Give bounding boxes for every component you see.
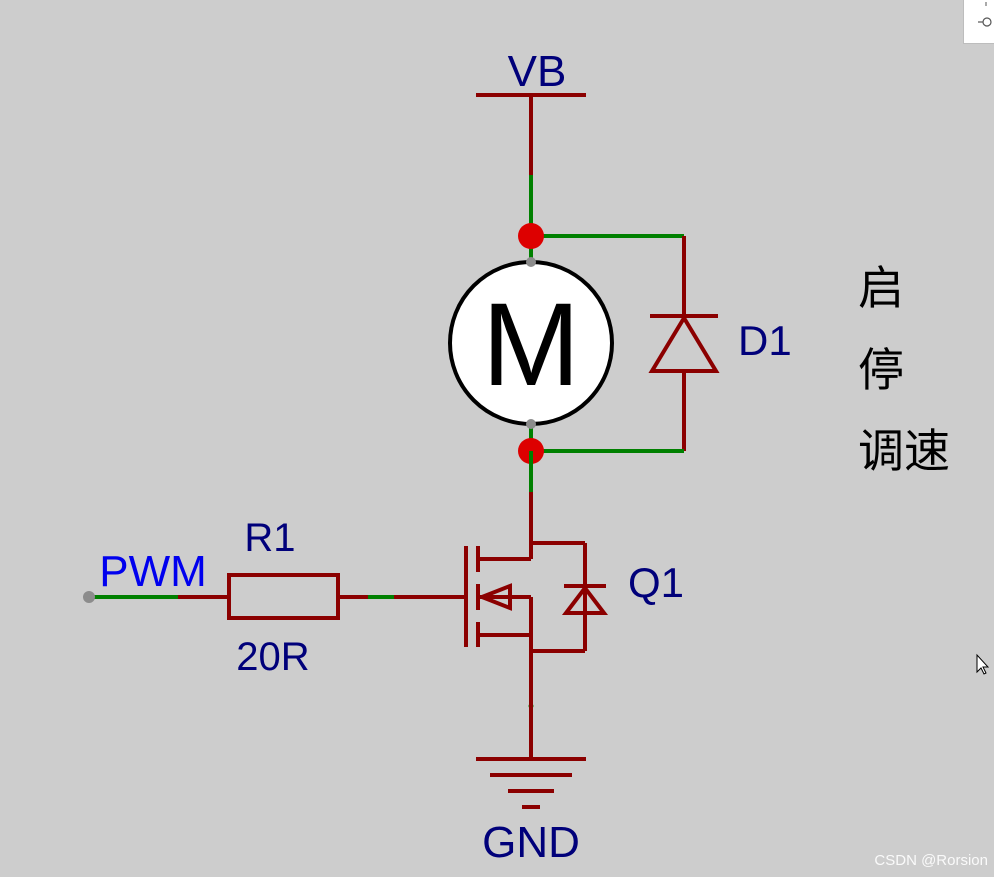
resistor-value-label: 20R	[236, 635, 309, 679]
pwm-label: PWM	[99, 547, 207, 596]
motor-pin-bottom	[526, 419, 536, 429]
diode-d1[interactable]	[648, 236, 720, 451]
motor-symbol-label: M	[482, 279, 580, 411]
watermark: CSDN @Rorsion	[874, 852, 988, 869]
corner-toolbar[interactable]	[963, 0, 994, 44]
side-text-line-2: 停	[858, 343, 904, 397]
resistor-label: R1	[244, 516, 295, 560]
ground-label: GND	[482, 818, 580, 867]
motor-m[interactable]: M	[448, 260, 614, 426]
resistor-r1[interactable]	[178, 573, 340, 620]
mosfet-label: Q1	[628, 559, 684, 606]
pin-connector-icon[interactable]	[978, 17, 992, 27]
pwm-terminal[interactable]	[83, 591, 95, 603]
supply-vb-symbol[interactable]	[476, 93, 586, 175]
mosfet-q1[interactable]	[464, 492, 609, 702]
motor-pin-top	[526, 257, 536, 267]
mouse-cursor-icon	[976, 653, 990, 675]
ground-symbol[interactable]	[476, 702, 586, 809]
side-text-line-3: 调速	[858, 424, 950, 478]
junction-top	[518, 223, 544, 249]
supply-label: VB	[508, 47, 567, 96]
side-text-line-1: 启	[858, 261, 904, 315]
diode-label: D1	[738, 317, 792, 364]
